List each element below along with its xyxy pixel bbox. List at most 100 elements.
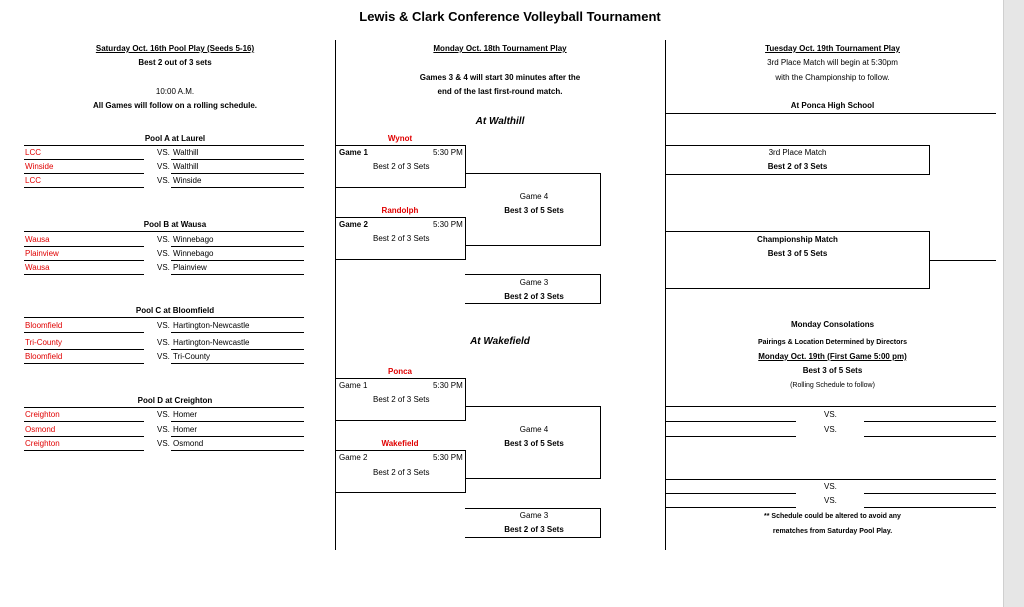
vs-label: VS. (824, 425, 837, 434)
finals-note: 3rd Place Match will begin at 5:30pm (767, 58, 898, 67)
game-format: Best 3 of 5 Sets (504, 206, 564, 215)
away-team: Winnebago (173, 235, 214, 244)
vs-label: VS. (157, 235, 170, 244)
vs-label: VS. (157, 321, 170, 330)
game-label: Game 4 (519, 192, 549, 201)
game-format: Best 2 of 3 Sets (373, 468, 430, 477)
pool-title: Pool A at Laurel (144, 134, 206, 143)
tournament-note: Games 3 & 4 will start 30 minutes after … (419, 73, 581, 82)
pool-play-header: Saturday Oct. 16th Pool Play (Seeds 5-16… (95, 44, 255, 53)
home-team: Plainview (25, 249, 59, 258)
vs-label: VS. (157, 176, 170, 185)
game-label: Game 4 (519, 425, 549, 434)
vs-label: VS. (157, 425, 170, 434)
host-team: Ponca (387, 367, 412, 376)
finals-note: with the Championship to follow. (775, 73, 890, 82)
away-team: Tri-County (173, 352, 211, 361)
vs-label: VS. (157, 352, 170, 361)
away-team: Homer (173, 410, 198, 419)
pool-play-format: Best 2 out of 3 sets (138, 58, 212, 67)
game-time: 5:30 PM (433, 148, 463, 157)
pool-title: Pool B at Wausa (143, 220, 207, 229)
game-label: Game 2 (339, 220, 368, 229)
scrollbar-track[interactable] (1003, 0, 1024, 607)
page-title: Lewis & Clark Conference Volleyball Tour… (359, 9, 661, 24)
game-time: 5:30 PM (433, 453, 463, 462)
game-format: Best 2 of 3 Sets (504, 292, 564, 301)
home-team: Wausa (25, 263, 50, 272)
vs-label: VS. (157, 249, 170, 258)
pool-title: Pool D at Creighton (137, 396, 213, 405)
away-team: Plainview (173, 263, 207, 272)
column-divider-left (335, 40, 336, 550)
away-team: Winside (173, 176, 202, 185)
away-team: Hartington-Newcastle (173, 338, 250, 347)
game-4-bracket (465, 173, 601, 246)
vs-label: VS. (157, 162, 170, 171)
vs-label: VS. (824, 482, 837, 491)
game-4-bracket (465, 406, 601, 479)
tournament-note: end of the last first-round match. (437, 87, 563, 96)
third-place-format: Best 2 of 3 Sets (767, 162, 828, 171)
pool-play-time: 10:00 A.M. (155, 87, 195, 96)
game-label: Game 3 (519, 511, 549, 520)
game-format: Best 2 of 3 Sets (373, 162, 430, 171)
game-label: Game 3 (519, 278, 549, 287)
host-team: Wynot (387, 134, 413, 143)
finals-site: At Ponca High School (790, 101, 875, 110)
vs-label: VS. (157, 338, 170, 347)
away-team: Walthill (173, 148, 199, 157)
home-team: Bloomfield (25, 352, 63, 361)
game-time: 5:30 PM (433, 220, 463, 229)
home-team: Winside (25, 162, 54, 171)
game-3-bracket (465, 274, 601, 304)
third-place-label: 3rd Place Match (768, 148, 827, 157)
game-2-bracket (336, 217, 466, 260)
game-format: Best 3 of 5 Sets (504, 439, 564, 448)
home-team: Creighton (25, 410, 60, 419)
consolation-date: Monday Oct. 19th (First Game 5:00 pm) (758, 352, 907, 361)
third-place-bracket (666, 145, 930, 175)
game-1-bracket (336, 378, 466, 421)
away-team: Osmond (173, 439, 204, 448)
game-format: Best 2 of 3 Sets (373, 395, 430, 404)
footnote: ** Schedule could be altered to avoid an… (764, 513, 901, 520)
vs-label: VS. (157, 148, 170, 157)
consolation-format: Best 3 of 5 Sets (802, 366, 863, 375)
tournament-header: Monday Oct. 18th Tournament Play (433, 44, 567, 53)
host-team: Wakefield (381, 439, 419, 448)
game-label: Game 1 (339, 148, 368, 157)
host-team: Randolph (381, 206, 419, 215)
game-format: Best 2 of 3 Sets (373, 234, 430, 243)
finals-header: Tuesday Oct. 19th Tournament Play (765, 44, 900, 53)
game-1-bracket (336, 145, 466, 188)
game-label: Game 1 (339, 381, 368, 390)
footnote: rematches from Saturday Pool Play. (772, 528, 893, 535)
game-format: Best 2 of 3 Sets (504, 525, 564, 534)
vs-label: VS. (824, 496, 837, 505)
home-team: Creighton (25, 439, 60, 448)
game-time: 5:30 PM (433, 381, 463, 390)
site-name: At Walthill (475, 116, 525, 127)
away-team: Winnebago (173, 249, 214, 258)
consolation-note: Pairings & Location Determined by Direct… (758, 339, 907, 346)
game-label: Game 2 (339, 453, 368, 462)
away-team: Homer (173, 425, 198, 434)
championship-format: Best 3 of 5 Sets (767, 249, 828, 258)
home-team: Wausa (25, 235, 50, 244)
home-team: Tri-County (25, 338, 63, 347)
home-team: Bloomfield (25, 321, 63, 330)
vs-label: VS. (157, 263, 170, 272)
game-3-bracket (465, 508, 601, 538)
home-team: LCC (25, 148, 42, 157)
championship-label: Championship Match (757, 235, 838, 244)
vs-label: VS. (157, 439, 170, 448)
vs-label: VS. (157, 410, 170, 419)
home-team: LCC (25, 176, 42, 185)
game-2-bracket (336, 450, 466, 493)
pool-play-note: All Games will follow on a rolling sched… (92, 101, 258, 110)
consolation-note: (Rolling Schedule to follow) (790, 382, 875, 389)
away-team: Hartington-Newcastle (173, 321, 250, 330)
site-name: At Wakefield (470, 336, 530, 347)
column-divider-right (665, 40, 666, 550)
